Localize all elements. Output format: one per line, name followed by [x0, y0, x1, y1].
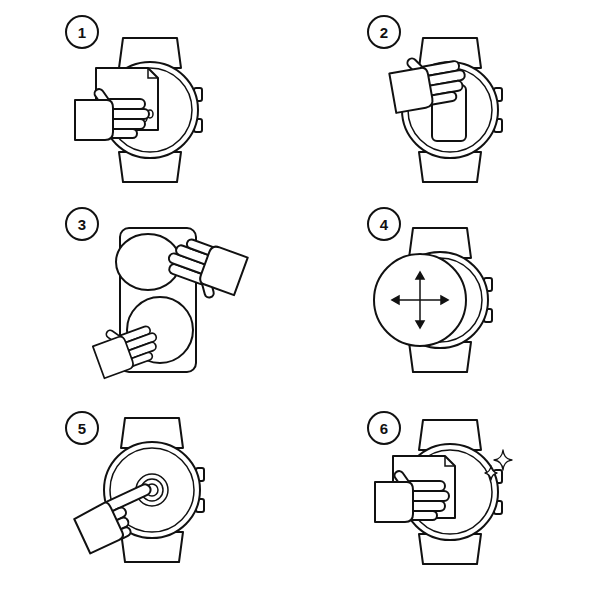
step1-figure: [75, 38, 202, 182]
illustration-part: [416, 321, 424, 328]
callout-number-text: 5: [78, 421, 86, 436]
step6-figure: [375, 420, 512, 564]
callout-number-text: 6: [380, 421, 388, 436]
illustration-part: [160, 232, 248, 307]
callout-number: 3: [65, 207, 99, 241]
step3-figure: [89, 228, 248, 378]
illustration-part: [494, 450, 512, 470]
step2-figure: [387, 38, 502, 182]
callout-number: 5: [65, 411, 99, 445]
illustration-part: [375, 469, 449, 522]
callout-number-text: 3: [78, 217, 86, 232]
callout-number: 1: [65, 15, 99, 49]
callout-number: 6: [367, 411, 401, 445]
illustration-part: [89, 315, 163, 379]
illustration-part: [419, 276, 421, 324]
illustration-part: [441, 296, 448, 304]
callout-number: 2: [367, 15, 401, 49]
callout-number-text: 1: [78, 25, 86, 40]
illustration-part: [73, 483, 164, 554]
illustration-part: [374, 254, 466, 346]
callout-number: 4: [367, 207, 401, 241]
illustration-part: [416, 272, 424, 279]
callout-number-text: 2: [380, 25, 388, 40]
illustration-part: [387, 48, 469, 113]
callout-number-text: 4: [380, 217, 388, 232]
illustration-part: [485, 450, 512, 480]
illustration-part: [75, 87, 149, 140]
step4-figure: [374, 228, 492, 372]
illustration-part: [392, 272, 448, 328]
illustration-part: [392, 228, 492, 372]
illustration-part: [392, 296, 399, 304]
illustration-part: [485, 466, 497, 480]
